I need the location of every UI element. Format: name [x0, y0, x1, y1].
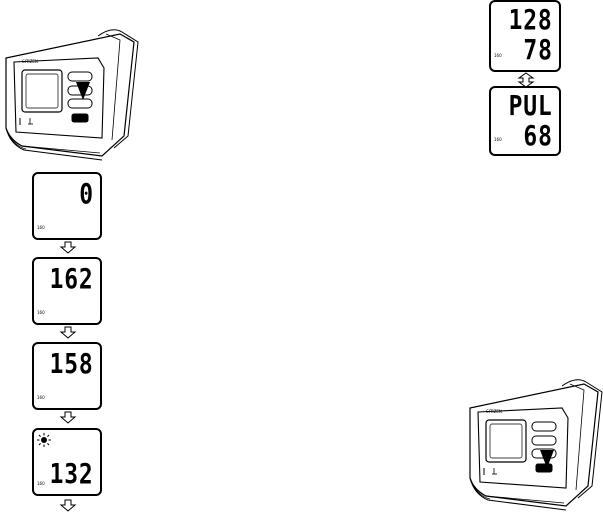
device-illustration-top [2, 28, 142, 158]
heart-sun-icon [37, 433, 51, 447]
lcd-display-2-scale: 160 [37, 311, 45, 315]
lcd-result-pulse-scale: 160 [494, 138, 502, 142]
down-arrow-icon [60, 412, 76, 424]
lcd-display-4-scale: 160 [37, 482, 45, 486]
down-arrow-icon [60, 242, 76, 254]
diastolic-value: 78 [524, 36, 553, 64]
toggle-arrow-icon [516, 73, 536, 87]
systolic-value: 128 [509, 6, 553, 34]
down-arrow-icon [60, 500, 76, 512]
lcd-display-1: 0 160 [32, 172, 102, 240]
lcd-display-3-value: 158 [50, 350, 94, 378]
lcd-display-4-value: 132 [50, 460, 94, 488]
lcd-result-bp-scale: 160 [494, 54, 502, 58]
pulse-label: PUL [509, 92, 553, 120]
device-brand-label-bottom: CITIZEN [486, 410, 502, 414]
lcd-display-3: 158 160 [32, 342, 102, 410]
lcd-display-1-scale: 160 [37, 226, 45, 230]
lcd-display-2: 162 160 [32, 257, 102, 325]
down-arrow-icon [60, 327, 76, 339]
device-illustration-bottom [466, 378, 603, 508]
lcd-display-3-scale: 160 [37, 396, 45, 400]
lcd-result-bp: 128 78 160 [489, 0, 561, 72]
pulse-value: 68 [524, 122, 553, 150]
lcd-display-4: 132 160 [32, 428, 102, 496]
lcd-display-2-value: 162 [50, 265, 94, 293]
lcd-display-1-value: 0 [79, 180, 94, 208]
device-brand-label: CITIZEN [22, 60, 38, 64]
lcd-result-pulse: PUL 68 160 [489, 86, 561, 156]
